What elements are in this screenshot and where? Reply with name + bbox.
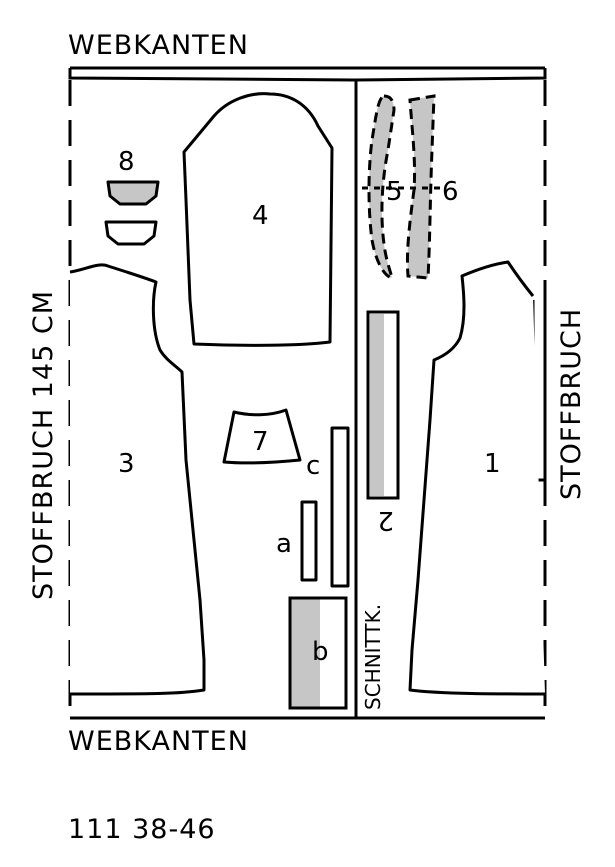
pattern-piece-b bbox=[288, 596, 348, 710]
pattern-piece-1 bbox=[408, 260, 546, 696]
pattern-piece-6 bbox=[405, 94, 436, 280]
pattern-piece-2-label: 2 bbox=[377, 505, 394, 535]
pattern-piece-4-label: 4 bbox=[252, 201, 269, 231]
pattern-piece-3 bbox=[69, 263, 206, 696]
pattern-piece-5 bbox=[367, 94, 396, 281]
pattern-piece-a-label: a bbox=[276, 529, 292, 559]
fabric-top-edge bbox=[68, 66, 547, 82]
fold-left-label: STOFFBRUCH 145 CM bbox=[28, 290, 59, 600]
pattern-piece-5-label: 5 bbox=[386, 177, 403, 207]
pattern-piece-7-label: 7 bbox=[252, 427, 269, 457]
pattern-piece-2 bbox=[366, 310, 400, 500]
fold-right-label: STOFFBRUCH bbox=[556, 308, 587, 500]
pattern-piece-8-bottom bbox=[104, 220, 158, 246]
pattern-piece-6-label: 6 bbox=[442, 177, 459, 207]
pattern-piece-7 bbox=[222, 408, 302, 465]
pattern-piece-3-label: 3 bbox=[118, 449, 135, 479]
pattern-piece-4 bbox=[182, 92, 334, 347]
pattern-piece-c-label: c bbox=[306, 451, 320, 481]
pattern-piece-b-label: b bbox=[312, 637, 329, 667]
pattern-piece-c bbox=[330, 426, 350, 588]
footer-code: 111 38-46 bbox=[68, 814, 216, 845]
cut-edge-label: SCHNITTK. bbox=[361, 604, 385, 710]
selvage-bottom-label: WEBKANTEN bbox=[68, 726, 249, 757]
pattern-piece-8-label: 8 bbox=[118, 147, 135, 177]
pattern-piece-8-top bbox=[106, 180, 160, 206]
selvage-top-label: WEBKANTEN bbox=[68, 30, 249, 61]
pattern-piece-1-label: 1 bbox=[484, 449, 501, 479]
pattern-piece-a bbox=[300, 500, 318, 582]
